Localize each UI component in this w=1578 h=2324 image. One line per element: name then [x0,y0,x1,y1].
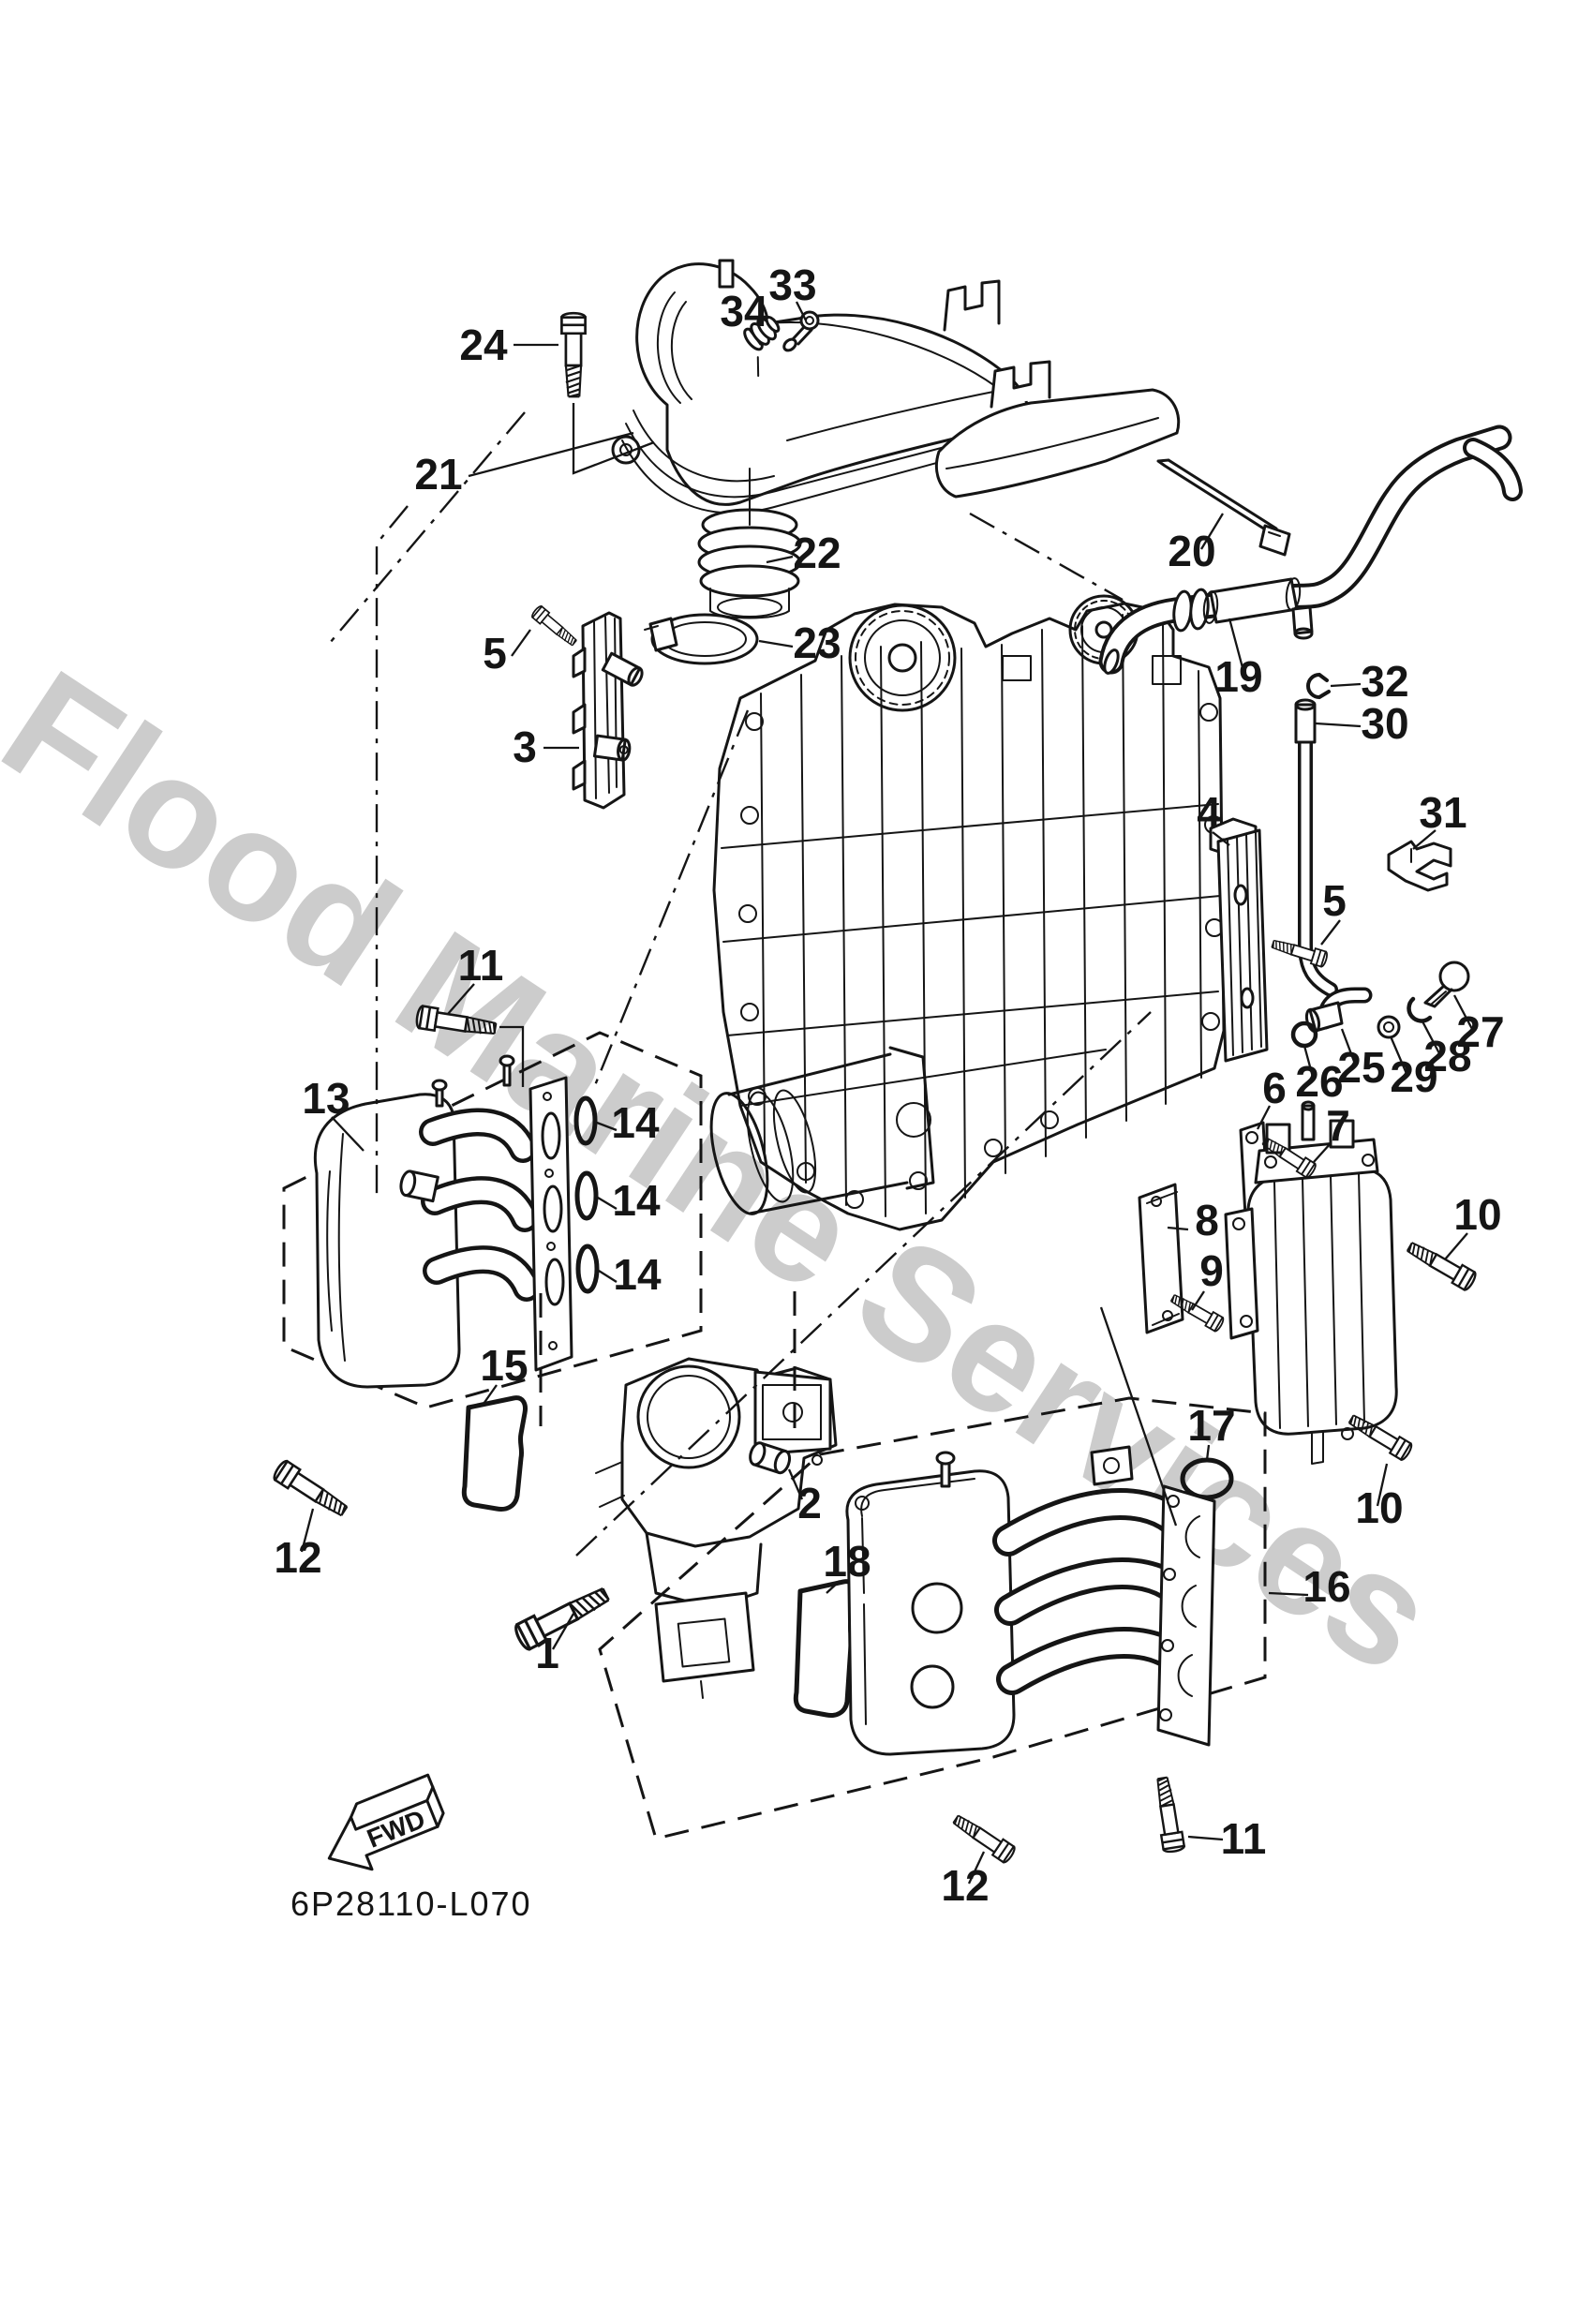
callout-10b: 10 [1355,1483,1403,1532]
callout-11tl: 11 [458,941,504,990]
callout-4: 4 [1197,788,1221,837]
part-1-bolt [511,1581,614,1653]
fwd-direction-arrow: FWD [327,1773,445,1871]
callout-leader-lines [300,301,1475,1885]
construction-lines [329,403,1178,1557]
callout-19: 19 [1214,652,1262,701]
callout-17: 17 [1187,1401,1235,1450]
callout-6: 6 [1262,1064,1287,1112]
callout-10t: 10 [1453,1190,1501,1239]
part-31-pipe-clip [1387,840,1452,892]
part-28-clip-washer [1407,996,1433,1023]
group-16-dashed-outline [598,1396,1267,1840]
callout-16: 16 [1303,1562,1350,1611]
callout-12l: 12 [274,1533,321,1582]
callout-21: 21 [414,450,462,499]
part-26-o-ring [1290,1020,1318,1049]
callout-18: 18 [823,1537,871,1586]
callout-27: 27 [1456,1007,1504,1056]
callout-9: 9 [1199,1246,1224,1295]
part-11-bolt-bottom [1151,1775,1186,1855]
callout-29: 29 [1390,1052,1437,1101]
part-vapor-separator [1224,1100,1398,1465]
part-20-cable-tie [1156,458,1291,557]
part-27-screw [1423,961,1470,1008]
callout-2: 2 [797,1479,822,1527]
diagram-code: 6P28110-L070 [290,1885,532,1923]
callout-15: 15 [480,1341,528,1390]
part-8-gasket [1138,1183,1184,1334]
callout-5l: 5 [483,629,507,678]
part-2-spacer [749,1441,792,1475]
callout-7: 7 [1326,1101,1350,1150]
callout-34: 34 [720,287,768,335]
callout-labels: 24 21 34 33 22 23 5 3 20 19 32 30 4 31 5… [274,261,1504,1910]
silencer-adapter [934,360,1181,499]
part-22-rubber-joint [697,468,802,619]
part-10-bolt-top [1403,1236,1479,1293]
callout-13: 13 [302,1074,350,1123]
callout-30: 30 [1361,699,1408,748]
part-24-bolt [560,311,587,398]
callout-25: 25 [1337,1043,1385,1092]
callout-14a: 14 [611,1098,660,1147]
callout-28: 28 [1423,1032,1471,1080]
part-33-sensor [782,310,820,352]
part-30-breather-pipe [1294,698,1338,997]
callout-12b: 12 [941,1861,989,1910]
part-19-breather-hose [1098,425,1523,675]
callout-14c: 14 [613,1250,662,1299]
part-5-bolt-left [529,603,580,650]
part-12-bolt-left [270,1457,351,1523]
callout-20: 20 [1168,527,1215,575]
part-14-o-rings [573,1095,600,1294]
part-23-joint-clamp [644,613,759,665]
callout-32: 32 [1361,657,1408,706]
callout-5r: 5 [1322,876,1347,925]
part-3-bracket [572,611,644,810]
callout-31: 31 [1419,788,1466,837]
part-18-gasket [793,1579,857,1718]
callout-33: 33 [768,261,816,309]
part-15-gasket [461,1395,528,1512]
callout-26: 26 [1295,1057,1343,1106]
callout-11b: 11 [1221,1814,1267,1863]
callout-14b: 14 [612,1176,661,1225]
callout-1: 1 [535,1629,559,1677]
group-13-dashed-outline [282,1031,703,1409]
callout-3: 3 [513,723,537,771]
part-25-elbow-fitting [1304,987,1373,1034]
part-12-bolt-bottom [949,1810,1018,1866]
part-13-intake-manifold-1 [314,1054,573,1389]
callout-23: 23 [793,618,841,667]
part-32-hose-clip [1306,673,1331,699]
part-29-washer [1377,1015,1401,1039]
callout-24: 24 [459,320,508,369]
callout-22: 22 [793,529,841,577]
part-throttle-body [595,1357,838,1699]
part-16-intake-manifold-2 [845,1445,1216,1756]
part-4-rail-cover [1209,817,1269,1063]
callout-8: 8 [1195,1196,1219,1244]
